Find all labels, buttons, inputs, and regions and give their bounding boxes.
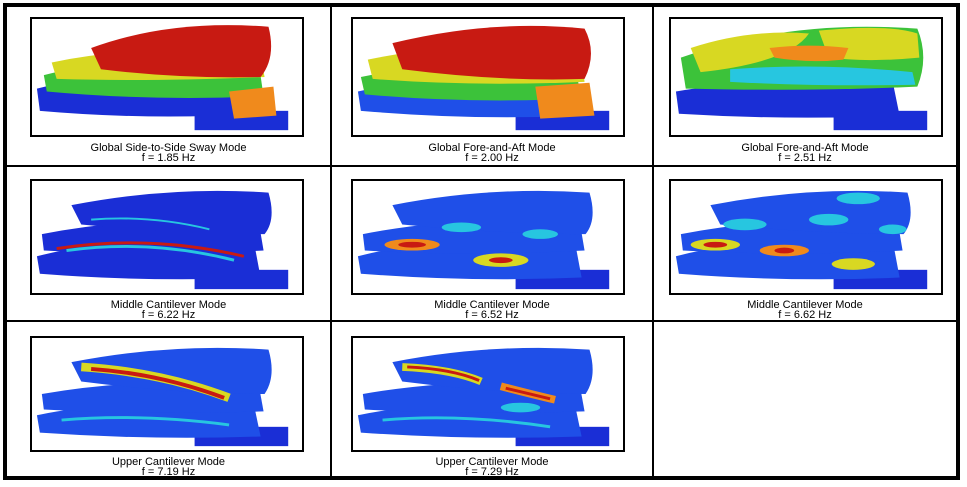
mode-frequency: f = 6.22 Hz (141, 309, 196, 321)
cantilever-mode-plot-icon (30, 179, 304, 295)
cantilever-mode-plot-icon (30, 336, 304, 452)
mode-cell-5: Middle Cantilever Mode f = 6.52 Hz (331, 166, 653, 321)
fore-aft-mode-plot-icon (669, 17, 943, 137)
mode-cell-8: Upper Cantilever Mode f = 7.29 Hz (331, 321, 653, 478)
mode-frequency: f = 1.85 Hz (141, 152, 196, 164)
mode-cell-1: Global Side-to-Side Sway Mode f = 1.85 H… (6, 6, 331, 166)
mode-title: Middle Cantilever Mode (434, 299, 550, 311)
mode-title: Global Side-to-Side Sway Mode (90, 142, 247, 154)
sway-mode-plot-icon (30, 17, 304, 137)
mode-frequency: f = 2.51 Hz (778, 152, 832, 164)
mode-title: Global Fore-and-Aft Mode (428, 142, 556, 154)
mode-title: Upper Cantilever Mode (111, 456, 226, 468)
fore-aft-mode-plot-icon (351, 17, 625, 137)
mode-cell-6: Middle Cantilever Mode f = 6.62 Hz (653, 166, 957, 321)
mode-cell-7: Upper Cantilever Mode f = 7.19 Hz (6, 321, 331, 478)
mode-cell-4: Middle Cantilever Mode f = 6.22 Hz (6, 166, 331, 321)
cantilever-mode-plot-icon (669, 179, 943, 295)
mode-shape-grid: Global Side-to-Side Sway Mode f = 1.85 H… (3, 3, 960, 480)
mode-frequency: f = 7.19 Hz (141, 466, 196, 478)
empty-cell (653, 321, 957, 477)
mode-title: Middle Cantilever Mode (110, 299, 227, 311)
mode-frequency: f = 2.00 Hz (465, 152, 519, 164)
mode-cell-2: Global Fore-and-Aft Mode f = 2.00 Hz (331, 6, 653, 166)
mode-cell-3: Global Fore-and-Aft Mode f = 2.51 Hz (653, 6, 957, 166)
mode-frequency: f = 7.29 Hz (465, 466, 519, 478)
cantilever-mode-plot-icon (351, 336, 625, 452)
mode-title: Global Fore-and-Aft Mode (741, 142, 869, 154)
mode-frequency: f = 6.52 Hz (465, 309, 519, 321)
cantilever-mode-plot-icon (351, 179, 625, 295)
mode-title: Upper Cantilever Mode (435, 456, 549, 468)
mode-title: Middle Cantilever Mode (747, 299, 863, 311)
mode-frequency: f = 6.62 Hz (778, 309, 832, 321)
